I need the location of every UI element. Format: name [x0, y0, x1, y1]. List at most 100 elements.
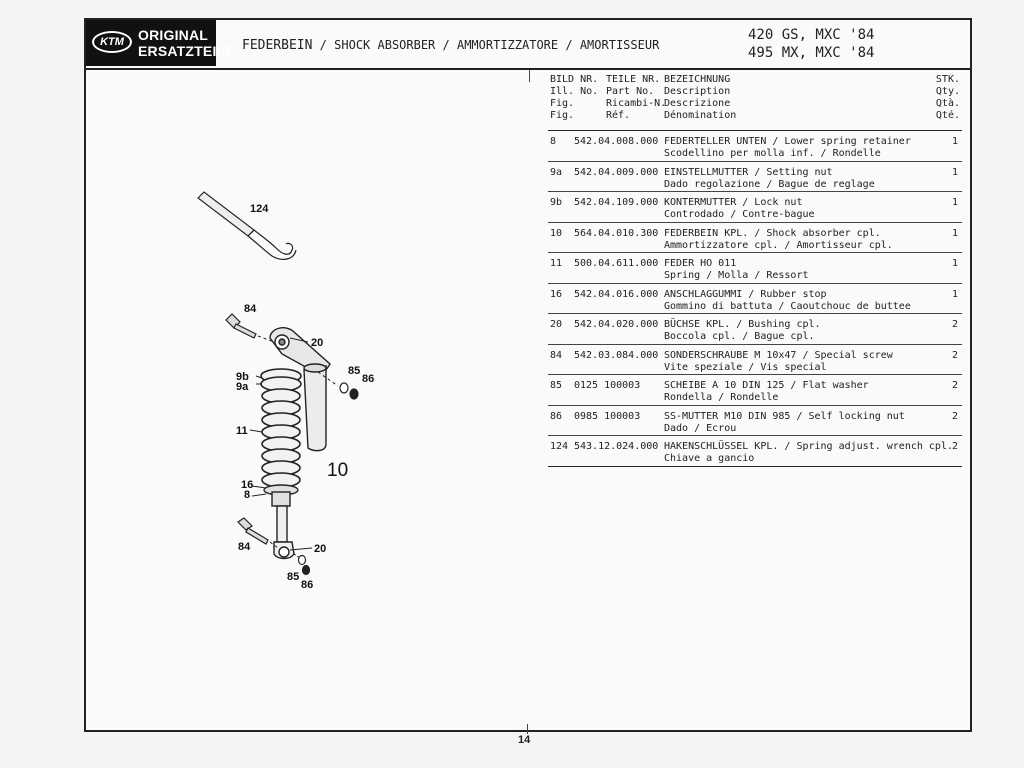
bottom-bolt-icon: [237, 517, 269, 545]
row-description-line-1: FEDERBEIN KPL. / Shock absorber cpl.: [664, 227, 881, 239]
header-part-en: Part No.: [606, 86, 655, 97]
callout-11: 11: [236, 425, 248, 437]
title-german: FEDERBEIN: [242, 38, 313, 53]
logo-line-1: ORIGINAL: [138, 27, 209, 43]
row-description-line-1: SCHEIBE A 10 DIN 125 / Flat washer: [664, 380, 869, 391]
row-quantity: 2: [951, 410, 958, 422]
header-desc: BEZEICHNUNG Description Descrizione Déno…: [664, 74, 736, 122]
header-qty: STK. Qty. Qtà. Qté.: [936, 74, 960, 122]
row-part-number: 542.04.016.000: [574, 288, 659, 300]
row-quantity: 1: [951, 227, 958, 239]
row-description: SS-MUTTER M10 DIN 985 / Self locking nut…: [664, 411, 905, 435]
row-part-number: 0125 100003: [574, 380, 641, 391]
row-quantity: 2: [951, 380, 958, 391]
header-bild-it: Fig.: [550, 98, 575, 109]
header-part: TEILE NR. Part No. Ricambi-N. Réf.: [606, 74, 666, 122]
row-bild: 124: [550, 441, 569, 452]
leader-line: [289, 337, 309, 343]
leader-line: [251, 485, 267, 489]
row-description-line-1: EINSTELLMUTTER / Setting nut: [664, 166, 833, 178]
row-bild: 86: [550, 410, 563, 422]
title-separator: /: [558, 38, 580, 52]
row-description-line-1: BÜCHSE KPL. / Bushing cpl.: [664, 319, 821, 330]
leader-line: [249, 429, 263, 433]
header-bild-en: Ill. No.: [550, 86, 599, 97]
header-bild: BILD NR. Ill. No. Fig. Fig.: [550, 74, 598, 122]
piston-rod-icon: [273, 505, 295, 560]
row-quantity: 1: [951, 197, 958, 208]
row-description-line-2: Rondella / Rondelle: [664, 392, 779, 403]
row-part-number: 542.04.109.000: [574, 197, 659, 208]
page-number: 14: [518, 734, 531, 746]
callout-20-top: 20: [311, 337, 323, 349]
page-title: FEDERBEIN / SHOCK ABSORBER / AMMORTIZZAT…: [242, 38, 659, 53]
washer-nut-bottom-icon: [297, 554, 311, 576]
row-quantity: 1: [951, 136, 958, 147]
leader-line: [257, 335, 275, 343]
row-description-line-1: HAKENSCHLÜSSEL KPL. / Spring adjust. wre…: [664, 441, 953, 452]
table-header: BILD NR. Ill. No. Fig. Fig. TEILE NR. Pa…: [548, 74, 962, 131]
row-description-line-2: Dado regolazione / Bague de reglage: [664, 178, 875, 190]
logo-line-2: ERSATZTEILE: [138, 43, 235, 59]
table-row: 16 542.04.016.000 1 ANSCHLAGGUMMI / Rubber …: [548, 284, 962, 314]
callout-16: 16: [241, 479, 253, 491]
ktm-oval-mark: KTM: [92, 31, 132, 53]
page-tick: [527, 724, 528, 734]
ktm-logo: KTM ORIGINAL ERSATZTEILE: [86, 20, 235, 66]
row-description-line-1: SONDERSCHRAUBE M 10x47 / Special screw: [664, 349, 893, 361]
callout-84-bottom: 84: [238, 541, 251, 553]
row-description: FEDERBEIN KPL. / Shock absorber cpl.Ammo…: [664, 228, 893, 252]
model-list: 420 GS, MXC '84 495 MX, MXC '84: [748, 26, 874, 62]
row-description: FEDERTELLER UNTEN / Lower spring retaine…: [664, 136, 911, 160]
row-quantity: 2: [951, 319, 958, 330]
row-part-number: 542.04.020.000: [574, 319, 659, 330]
header-bild-fr: Fig.: [550, 110, 575, 121]
leader-line: [255, 375, 263, 379]
row-quantity: 2: [951, 441, 958, 452]
row-quantity: 1: [951, 288, 958, 300]
row-part-number: 500.04.611.000: [574, 258, 659, 269]
header-bild-de: BILD NR.: [550, 74, 599, 85]
callout-8: 8: [244, 489, 250, 501]
row-bild: 84: [550, 349, 563, 361]
row-description: BÜCHSE KPL. / Bushing cpl.Boccola cpl. /…: [664, 319, 821, 343]
title-separator: /: [435, 38, 457, 52]
header-part-fr: Réf.: [606, 110, 631, 121]
washer-nut-icon: [339, 382, 359, 400]
leader-line: [317, 371, 339, 387]
title-italian: AMMORTIZZATORE: [456, 38, 559, 52]
leader-line: [269, 541, 279, 549]
callout-20-bottom: 20: [314, 543, 326, 555]
row-description-line-2: Spring / Molla / Ressort: [664, 270, 809, 281]
row-bild: 20: [550, 319, 563, 330]
title-french: AMORTISSEUR: [579, 38, 660, 52]
callout-84-top: 84: [244, 303, 257, 315]
row-description-line-1: FEDERTELLER UNTEN / Lower spring retaine…: [664, 136, 911, 147]
row-part-number: 543.12.024.000: [574, 441, 659, 452]
row-description-line-1: FEDER HO 011: [664, 258, 737, 269]
column-divider: [529, 70, 530, 82]
row-bild: 9a: [550, 166, 563, 178]
model-line: 495 MX, MXC '84: [748, 45, 875, 61]
row-description-line-2: Dado / Ecrou: [664, 422, 737, 434]
row-description-line-2: Boccola cpl. / Bague cpl.: [664, 331, 815, 342]
row-description-line-2: Chiave a gancio: [664, 453, 755, 464]
model-line: 420 GS, MXC '84: [748, 27, 875, 43]
callout-86-top: 86: [362, 373, 374, 385]
row-bild: 16: [550, 288, 563, 300]
row-description-line-2: Ammortizzatore cpl. / Amortisseur cpl.: [664, 239, 893, 251]
